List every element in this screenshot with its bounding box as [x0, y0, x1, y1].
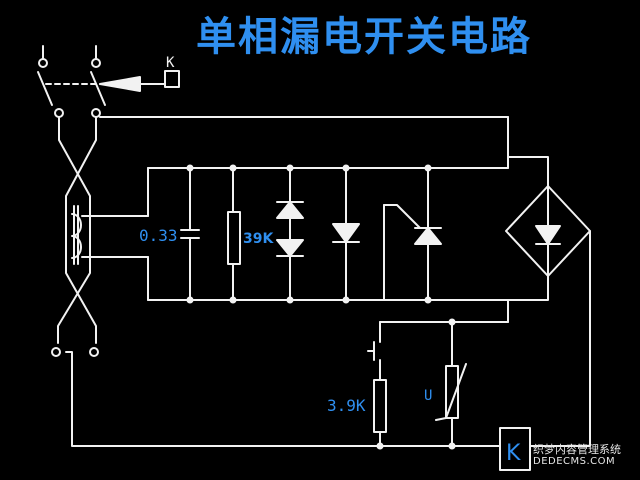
relay-k-box-top: [164, 70, 180, 88]
thyristor-icon: [414, 227, 442, 245]
diode-icon: [535, 225, 561, 245]
current-transformer: [57, 116, 149, 344]
switch-terminal-top-left: [38, 58, 48, 68]
scr-thyristor: [383, 167, 442, 301]
watermark-line1: 织梦内容管理系统: [533, 443, 621, 456]
return-wire: [65, 351, 501, 447]
varistor-label: U: [424, 388, 432, 404]
resistor-3-9k-label: 3.9K: [327, 396, 366, 415]
bridge-rectifier: [505, 156, 591, 447]
switch-blade-left: [37, 71, 53, 106]
resistor-39k-label: 39K: [243, 231, 274, 247]
diode-pair: [276, 167, 304, 301]
diode-icon: [276, 201, 304, 219]
output-terminal-left: [51, 347, 61, 357]
main-switch: [37, 45, 180, 118]
diode-icon: [332, 223, 360, 243]
diode-icon: [276, 239, 304, 257]
switch-blade-right: [90, 71, 106, 106]
capacitor-label: 0.33: [139, 226, 178, 245]
switch-terminal-bottom-left: [54, 108, 64, 118]
watermark-line2: DEDECMS.COM: [533, 456, 616, 467]
output-terminal-right: [89, 347, 99, 357]
scr-gate: [383, 204, 421, 229]
relay-k-coil: [499, 427, 531, 471]
relay-k-label: K: [166, 55, 175, 71]
switch-terminal-top-right: [91, 58, 101, 68]
resistor-39k: [227, 167, 241, 301]
relay-coil-label: K: [506, 441, 521, 466]
varistor-slash: [435, 363, 467, 421]
page-title: 单相漏电开关电路: [196, 14, 532, 60]
capacitor-0-33: [180, 167, 200, 301]
switch-terminal-bottom-right: [91, 108, 101, 118]
ct-coil: [71, 213, 82, 259]
watermark: 织梦内容管理系统 DEDECMS.COM: [533, 444, 633, 468]
arrow-icon: [99, 76, 141, 92]
diode-single: [332, 167, 360, 301]
resistor-3-9k: [373, 379, 387, 433]
detection-network: [147, 116, 509, 323]
test-branch: [367, 318, 509, 450]
